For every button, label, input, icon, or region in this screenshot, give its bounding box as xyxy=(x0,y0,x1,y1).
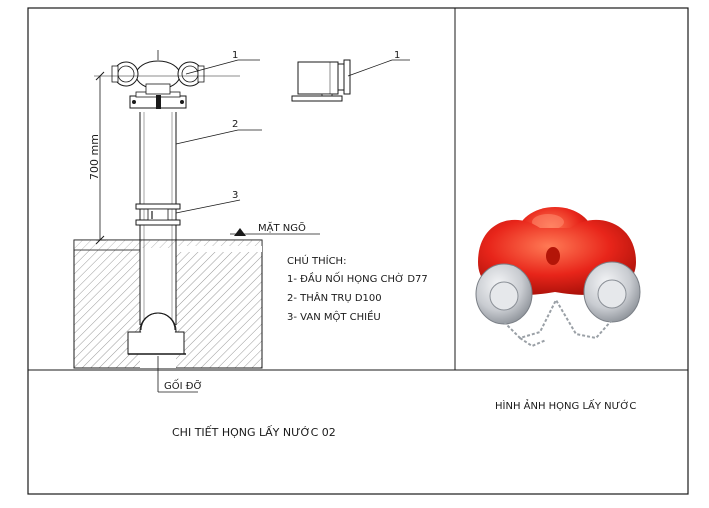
top-flange xyxy=(129,91,187,109)
support-foot xyxy=(127,312,186,355)
callout-3-leader xyxy=(175,199,241,214)
photo-caption: HÌNH ẢNH HỌNG LẤY NƯỚC xyxy=(495,398,636,412)
ground-level-marker xyxy=(234,228,246,236)
height-dimension xyxy=(94,71,240,245)
legend: CHÚ THÍCH: 1- ĐẦU NỐI HỌNG CHỜ D77 2- TH… xyxy=(287,254,428,323)
check-valve xyxy=(135,203,181,226)
callout-2-number: 2 xyxy=(232,119,238,130)
callout-1-side-leader xyxy=(347,59,393,77)
callout-1-number: 1 xyxy=(232,50,238,61)
support-label: GỐI ĐỠ xyxy=(164,378,203,392)
legend-item: 3- VAN MỘT CHIỀU xyxy=(287,309,381,323)
coupling-head-front xyxy=(111,50,205,95)
sheet-border xyxy=(27,7,689,495)
callout-1-side-number: 1 xyxy=(394,50,400,61)
legend-item: 2- THÂN TRỤ D100 xyxy=(287,291,382,304)
ground-label: MẶT NGÕ xyxy=(258,221,306,234)
hydrant-pipe xyxy=(139,112,177,325)
hydrant-photo xyxy=(460,178,668,364)
callout-1-leader xyxy=(185,59,239,75)
callout-3-number: 3 xyxy=(232,190,238,201)
coupling-side-view xyxy=(291,59,351,102)
drawing-caption: CHI TIẾT HỌNG LẤY NƯỚC 02 xyxy=(172,425,336,439)
legend-title: CHÚ THÍCH: xyxy=(287,254,346,267)
legend-item: 1- ĐẦU NỐI HỌNG CHỜ D77 xyxy=(287,271,428,285)
height-dimension-label: 700 mm xyxy=(88,134,101,180)
callout-2-leader xyxy=(175,129,239,145)
